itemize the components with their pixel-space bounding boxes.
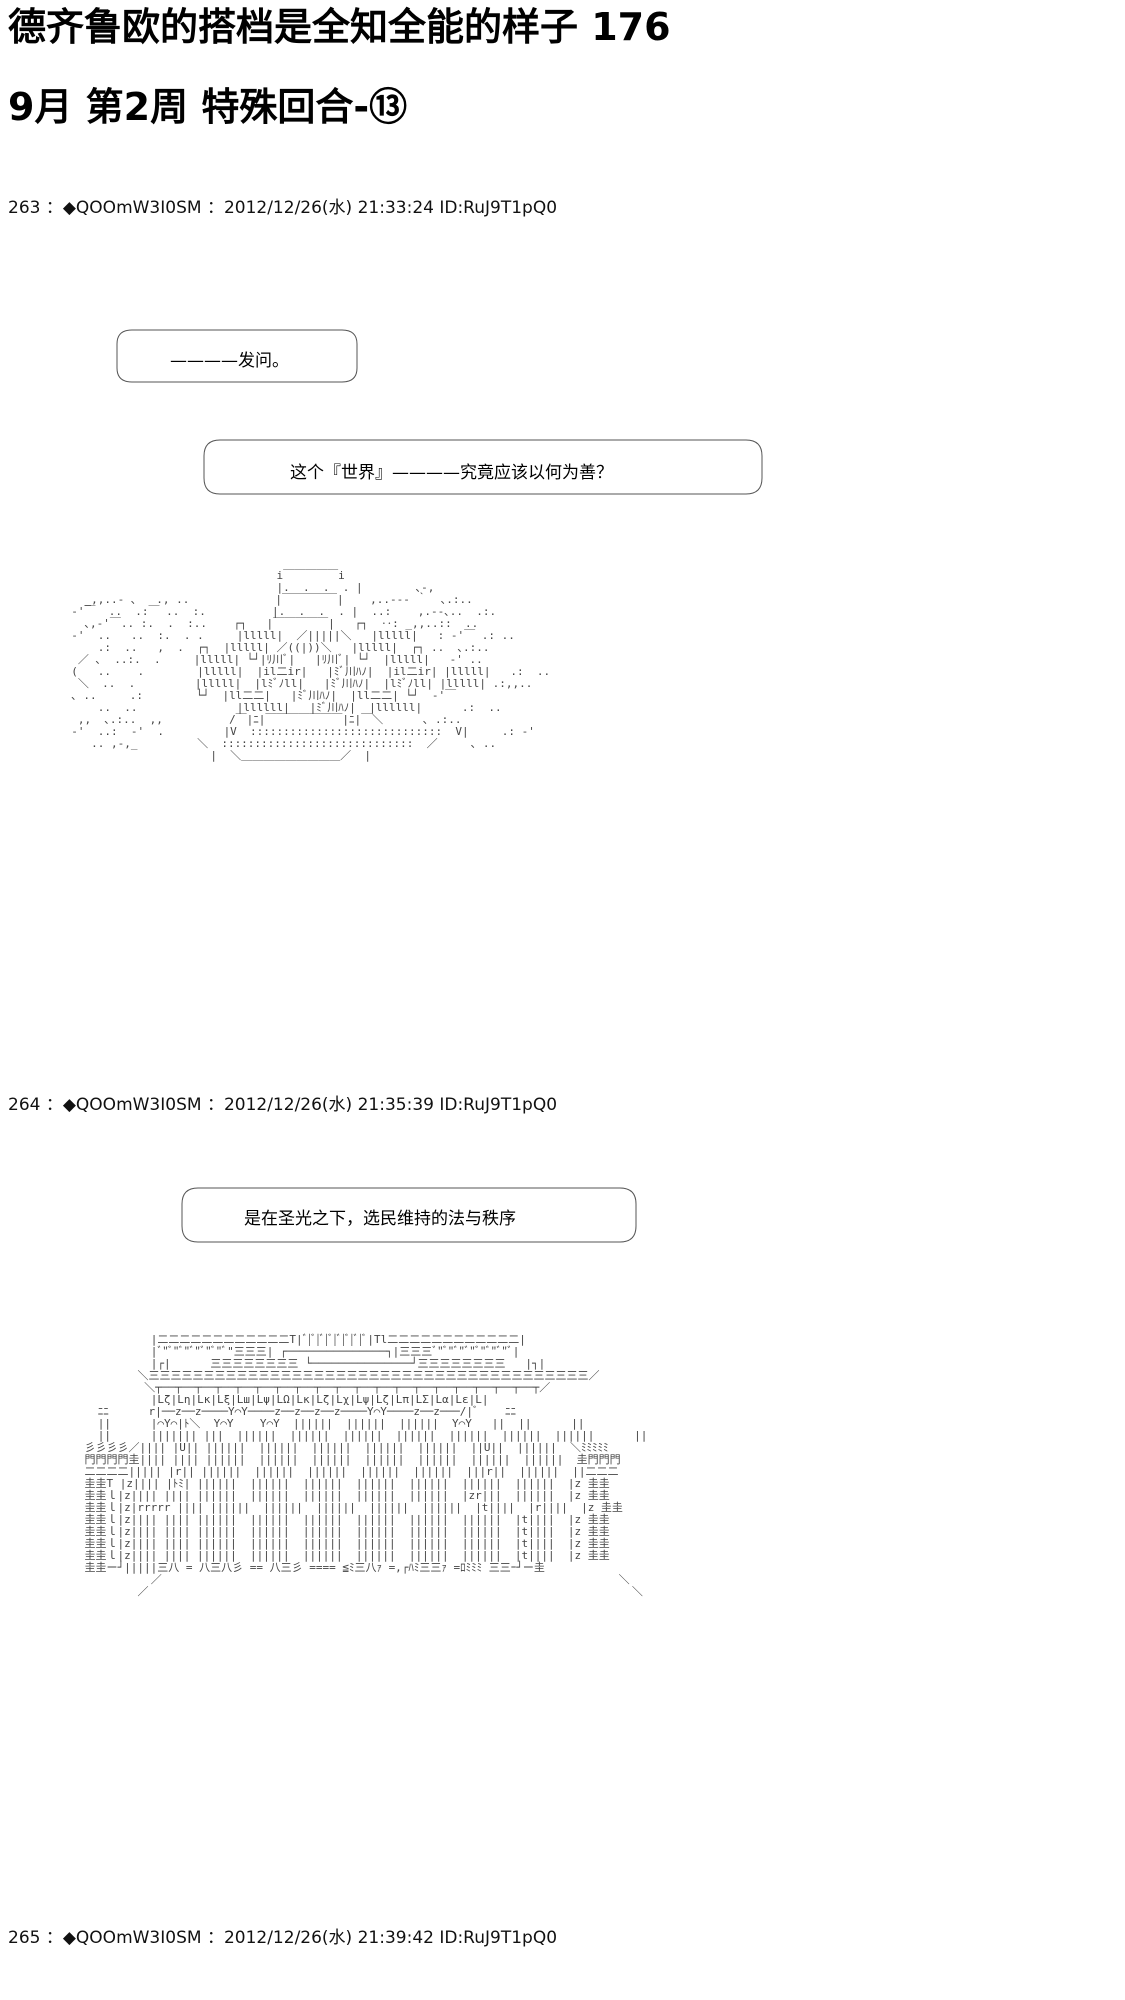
speech-bubble-3: 是在圣光之下，选民维持的法与秩序 [176, 1180, 641, 1252]
title-line-1: 德齐鲁欧的搭档是全知全能的样子 176 [8, 5, 671, 49]
speech-bubble-2: 这个『世界』————究竟应该以何为善？ [198, 432, 768, 504]
bubble-frame [203, 439, 763, 495]
post-header-265: 265 ：◆QOOmW3I0SM ：2012/12/26(水) 21:39:42… [8, 1928, 558, 1948]
speech-bubble-1: ————发问。 [112, 322, 362, 392]
post-header-263: 263 ：◆QOOmW3I0SM ：2012/12/26(水) 21:33:24… [8, 198, 558, 218]
ascii-art-cathedral: i￣￣￣￣￣i |. . . . | ､-, _,,..- ､ ., .. |￣… [71, 569, 551, 762]
bubble-frame [116, 329, 358, 383]
post-header-264: 264 ：◆QOOmW3I0SM ：2012/12/26(水) 21:35:39… [8, 1095, 558, 1115]
ascii-art-colonnade: |二二二二二二二二二二二二T|ﾞ|ﾞ|ﾞ|ﾞ|ﾞ|ﾞ|ﾞ|ﾞ|Tl二二二二二二二… [84, 1333, 648, 1598]
bubble-text: 这个『世界』————究竟应该以何为善？ [290, 463, 613, 483]
title-line-2: 9月 第2周 特殊回合-⑬ [8, 85, 408, 129]
bubble-text: 是在圣光之下，选民维持的法与秩序 [244, 1209, 516, 1229]
bubble-text: ————发问。 [170, 351, 289, 371]
bubble-frame [181, 1187, 637, 1243]
